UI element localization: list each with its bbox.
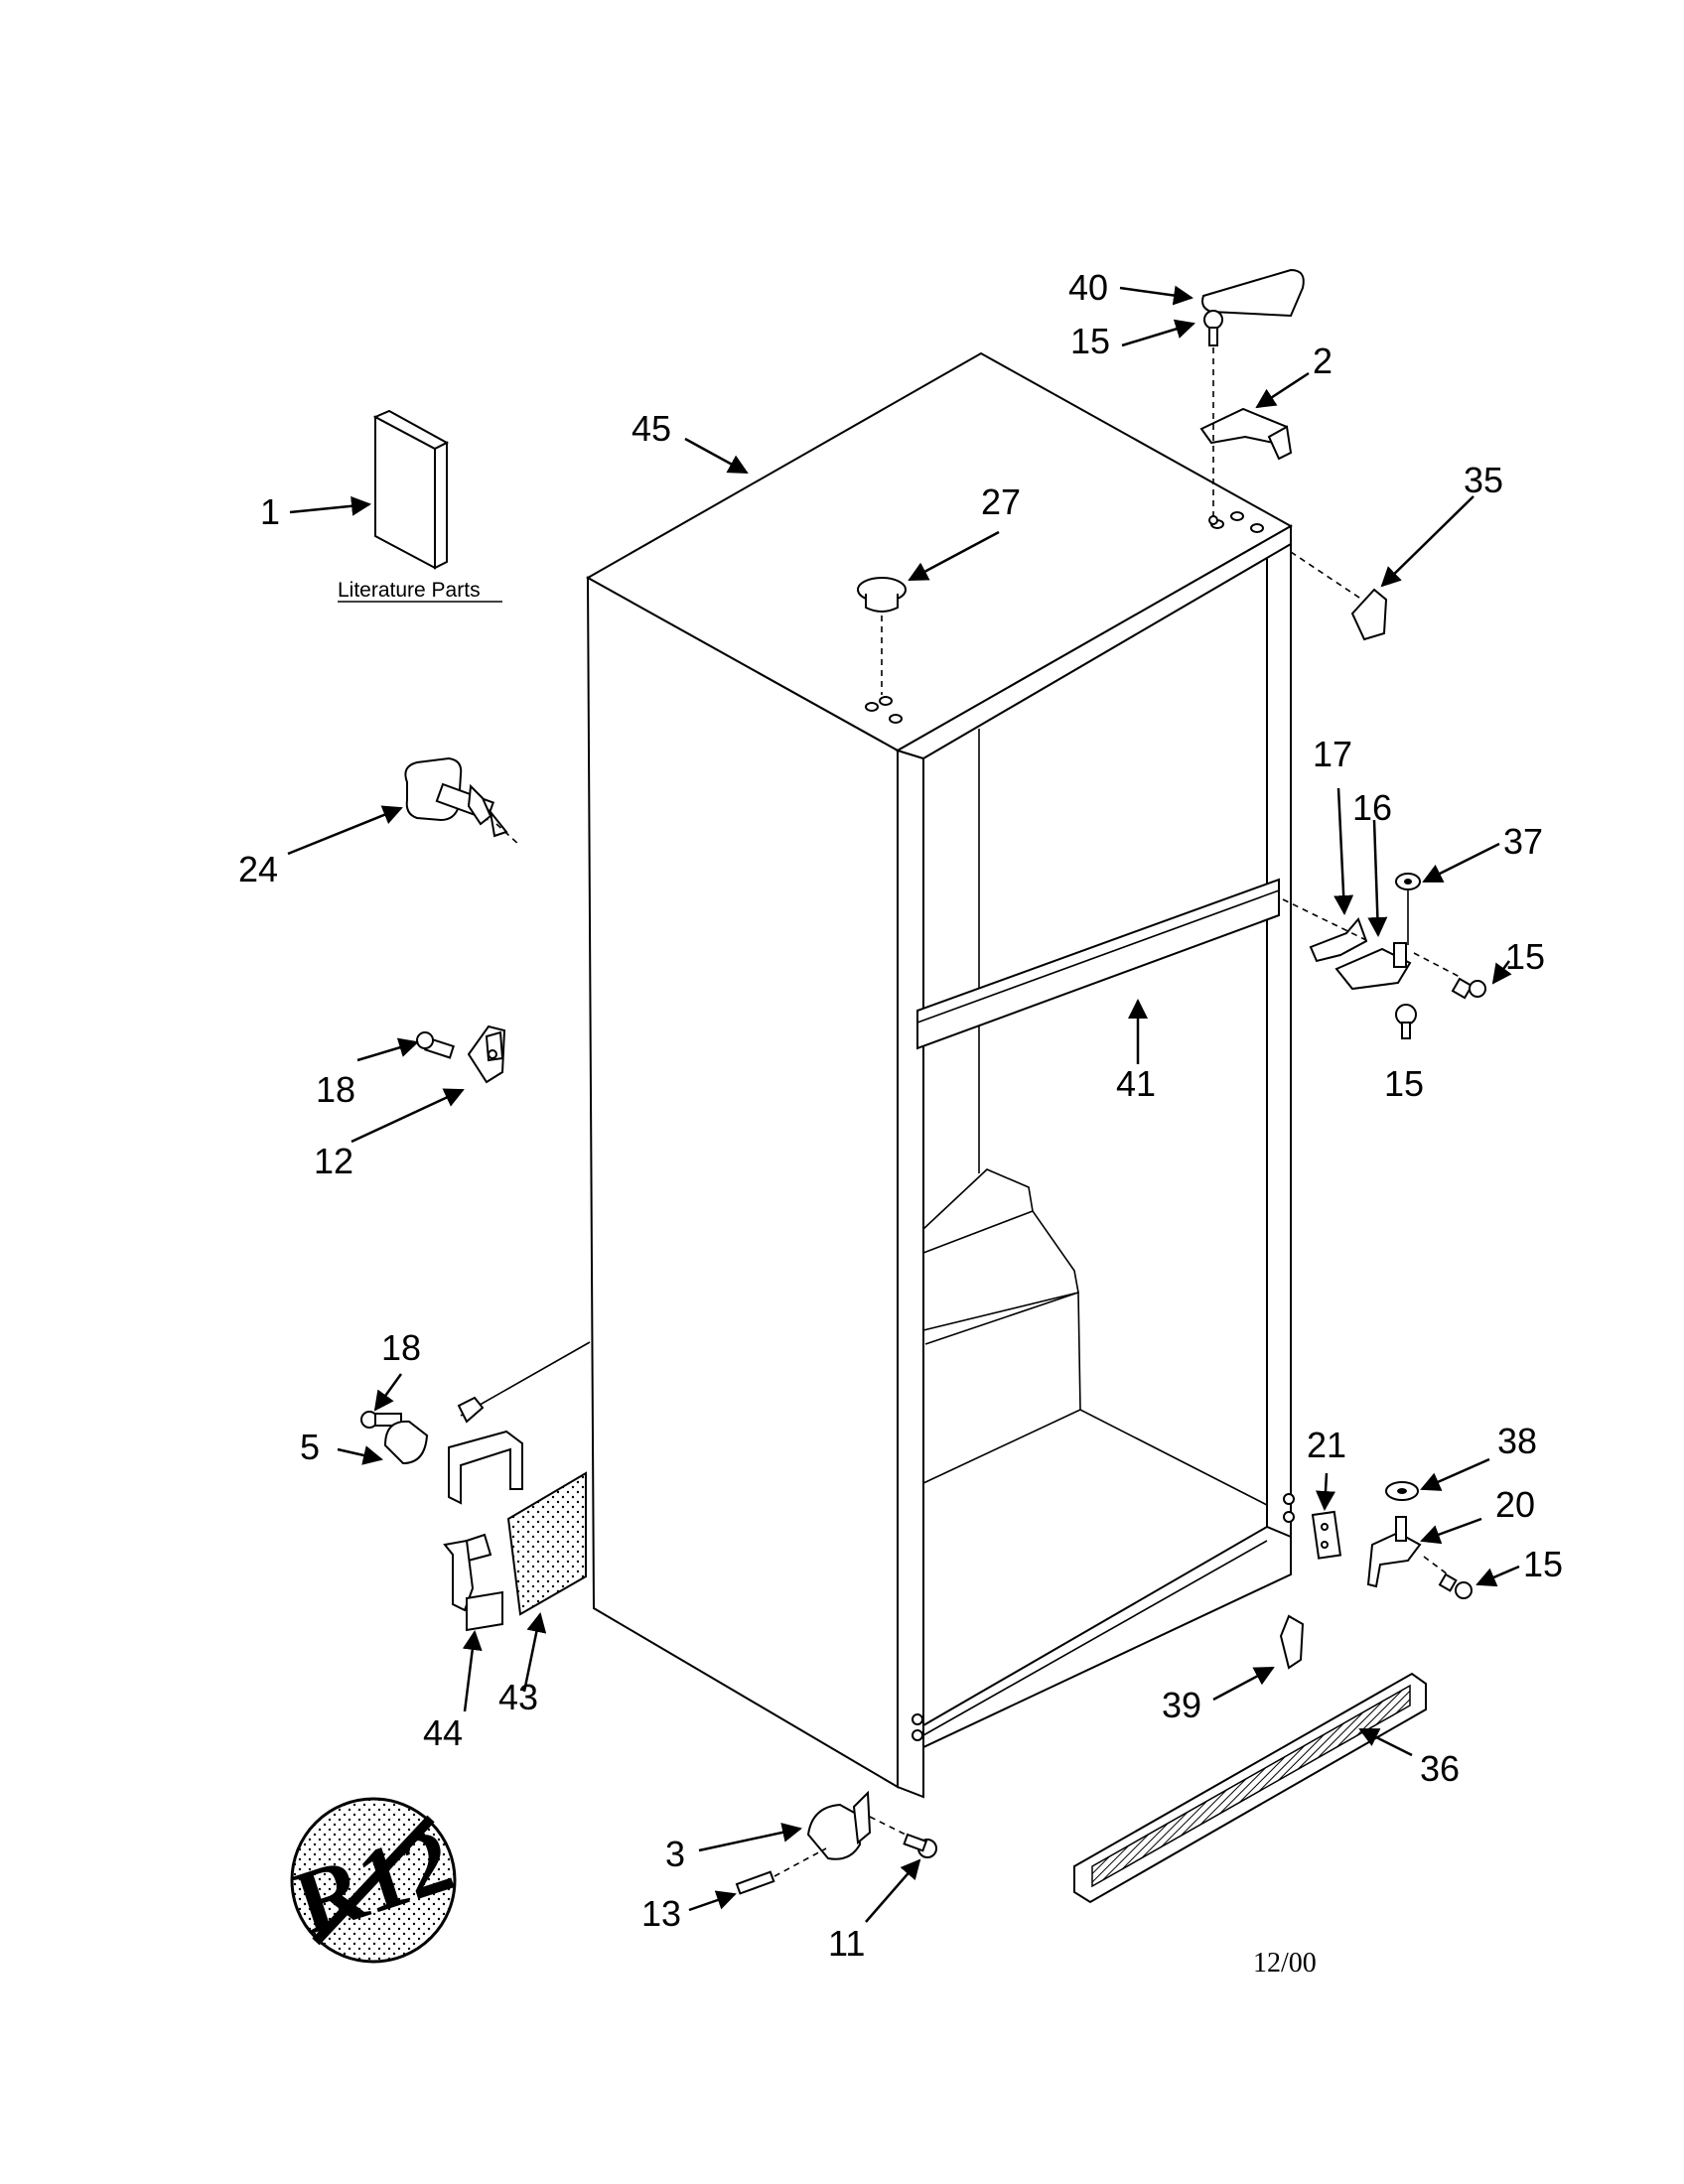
screw-icon <box>1395 1004 1417 1039</box>
washer-38 <box>1385 1481 1419 1501</box>
screw-icon <box>1423 1556 1473 1599</box>
label-21: 21 <box>1307 1425 1346 1465</box>
label-41: 41 <box>1116 1063 1156 1104</box>
label-40: 40 <box>1068 267 1108 308</box>
label-15: 15 <box>1523 1544 1563 1584</box>
plug-button <box>857 577 907 695</box>
label-15: 15 <box>1070 321 1110 361</box>
screw-icon <box>416 1031 455 1059</box>
label-39: 39 <box>1162 1685 1201 1725</box>
label-12: 12 <box>314 1141 353 1181</box>
leveling-bracket-24 <box>404 756 521 847</box>
hinge-cover-35 <box>1290 551 1388 641</box>
label-44: 44 <box>423 1712 463 1753</box>
grille-clip-39 <box>1279 1614 1305 1670</box>
label-35: 35 <box>1464 460 1503 500</box>
hinge-plate-44 <box>443 1341 591 1632</box>
screw-icon <box>1413 952 1486 1000</box>
label-2: 2 <box>1313 341 1333 381</box>
top-hinge <box>1199 347 1293 525</box>
screw-icon <box>360 1411 402 1429</box>
literature-booklet <box>372 409 450 570</box>
no-r12-icon: R12 <box>283 1797 464 1964</box>
label-5: 5 <box>300 1427 320 1467</box>
label-27: 27 <box>981 481 1021 522</box>
label-38: 38 <box>1497 1421 1537 1461</box>
label-24: 24 <box>238 849 278 889</box>
label-18: 18 <box>316 1069 355 1110</box>
screw-icon <box>903 1833 937 1858</box>
label-37: 37 <box>1503 821 1543 862</box>
hinge-bracket-12 <box>467 1024 506 1084</box>
label-15: 15 <box>1505 936 1545 977</box>
axle-pin-13 <box>735 1870 775 1895</box>
label-43: 43 <box>498 1677 538 1717</box>
label-36: 36 <box>1420 1748 1460 1789</box>
insulation-pad-43 <box>506 1471 587 1616</box>
screw-icon <box>1203 310 1223 346</box>
hinge-cover-cap <box>1201 268 1305 318</box>
roller-assembly-3 <box>773 1790 907 1877</box>
hinge-16 <box>1334 874 1412 991</box>
clip-5 <box>383 1420 429 1465</box>
leader-lines <box>287 285 1520 1923</box>
callout-labels: 40 15 2 45 27 35 1 24 17 16 37 15 15 41 … <box>238 267 1563 1979</box>
label-17: 17 <box>1313 734 1352 774</box>
washer-37 <box>1395 873 1421 890</box>
literature-caption: Literature Parts <box>338 579 481 602</box>
hinge-17 <box>1282 898 1369 963</box>
label-3: 3 <box>665 1834 685 1874</box>
label-1: 1 <box>260 491 280 532</box>
toe-grille-36 <box>1073 1672 1427 1904</box>
label-16: 16 <box>1352 787 1392 828</box>
date-code: 12/00 <box>1253 1948 1317 1979</box>
refrigerator-cabinet <box>585 351 1295 1799</box>
label-20: 20 <box>1495 1484 1535 1525</box>
label-15: 15 <box>1384 1063 1424 1104</box>
label-11: 11 <box>828 1923 865 1964</box>
label-13: 13 <box>641 1893 681 1934</box>
bottom-hinge-20 <box>1366 1516 1422 1588</box>
label-45: 45 <box>632 408 671 449</box>
label-18: 18 <box>381 1327 421 1368</box>
shim-21 <box>1311 1510 1342 1560</box>
